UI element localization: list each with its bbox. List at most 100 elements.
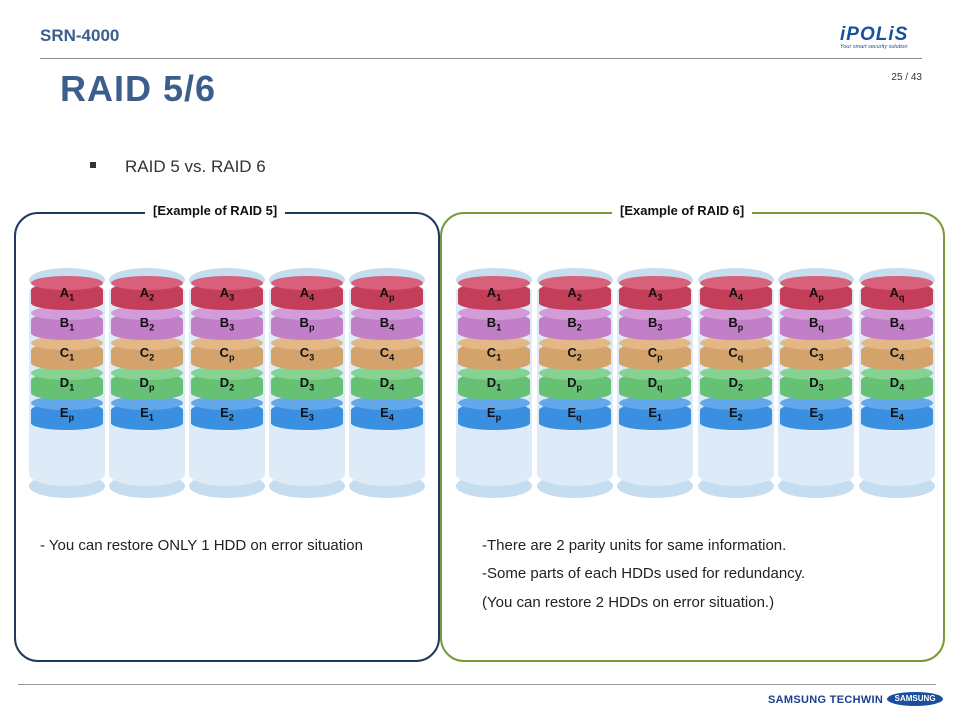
block-label: E4 (890, 405, 904, 423)
block-label: C2 (567, 345, 582, 363)
block-top (780, 276, 853, 290)
block-top (351, 396, 423, 410)
block-top (31, 276, 103, 290)
stripe-block-c3: C3 (271, 336, 343, 370)
stripe-block-d2: D2 (699, 366, 772, 400)
block-label: E1 (140, 405, 154, 423)
block-top (191, 276, 263, 290)
block-label: D2 (219, 375, 235, 393)
block-label: Cq (728, 345, 744, 363)
block-top (271, 336, 343, 350)
block-top (458, 276, 530, 290)
stripe-block-e3: E3 (780, 396, 853, 430)
block-label: D4 (379, 375, 395, 393)
stripe-block-b1: B1 (458, 306, 530, 340)
stripe-block-dp: Dp (111, 366, 183, 400)
block-label: C4 (379, 345, 395, 363)
block-top (271, 276, 343, 290)
block-label: A3 (647, 285, 663, 303)
stripe-block-e2: E2 (699, 396, 772, 430)
block-label: Ap (379, 285, 395, 303)
slide-title: RAID 5/6 (60, 68, 217, 109)
stripe-block-b3: B3 (619, 306, 692, 340)
block-top (538, 336, 611, 350)
stripe-block-c2: C2 (111, 336, 183, 370)
block-label: D3 (299, 375, 315, 393)
stripe-block-dp: Dp (538, 366, 611, 400)
bullet-icon (90, 162, 96, 168)
stripe-block-b2: B2 (538, 306, 611, 340)
block-top (538, 366, 611, 380)
block-label: B2 (139, 315, 155, 333)
block-label: E2 (728, 405, 743, 423)
stripe-block-aq: Aq (861, 276, 933, 310)
block-top (861, 276, 933, 290)
stripe-block-d4: D4 (351, 366, 423, 400)
raid5-disk-1: Ep D1 C1 B1 A1 (29, 268, 105, 498)
block-top (458, 366, 530, 380)
block-label: A4 (299, 285, 315, 303)
block-label: D1 (59, 375, 75, 393)
stripe-block-cp: Cp (619, 336, 692, 370)
stripe-block-c2: C2 (538, 336, 611, 370)
block-top (861, 306, 933, 320)
block-label: Ep (486, 405, 502, 423)
block-label: Bp (299, 315, 315, 333)
block-label: Cp (219, 345, 235, 363)
stripe-block-e2: E2 (191, 396, 263, 430)
stripe-block-ap: Ap (351, 276, 423, 310)
stripe-block-eq: Eq (538, 396, 611, 430)
stripe-block-ap: Ap (780, 276, 853, 310)
block-label: D3 (809, 375, 824, 393)
block-top (619, 276, 692, 290)
company-name: SAMSUNG TECHWIN (768, 694, 884, 706)
raid5-panel-title: [Example of RAID 5] (145, 203, 286, 218)
block-top (619, 306, 692, 320)
block-label: Dp (139, 375, 155, 393)
block-top (861, 396, 933, 410)
block-label: A2 (567, 285, 582, 303)
block-label: Aq (889, 285, 905, 303)
block-label: A1 (59, 285, 75, 303)
stripe-block-b3: B3 (191, 306, 263, 340)
stripe-block-c1: C1 (31, 336, 103, 370)
block-label: C1 (59, 345, 75, 363)
stripe-block-e1: E1 (111, 396, 183, 430)
stripe-block-a3: A3 (191, 276, 263, 310)
stripe-block-e1: E1 (619, 396, 692, 430)
stripe-block-c4: C4 (861, 336, 933, 370)
block-top (191, 366, 263, 380)
block-label: Dq (647, 375, 663, 393)
block-top (538, 396, 611, 410)
stripe-block-c4: C4 (351, 336, 423, 370)
block-top (780, 336, 853, 350)
samsung-brand-oval: SAMSUNG (887, 691, 944, 706)
stripe-block-d1: D1 (31, 366, 103, 400)
block-top (619, 336, 692, 350)
block-label: A1 (486, 285, 502, 303)
block-label: Ap (808, 285, 824, 303)
stripe-block-dq: Dq (619, 366, 692, 400)
block-label: D2 (728, 375, 743, 393)
block-label: Ep (59, 405, 75, 423)
stripe-block-a1: A1 (458, 276, 530, 310)
block-top (699, 336, 772, 350)
block-label: C2 (139, 345, 155, 363)
block-top (780, 366, 853, 380)
block-top (351, 366, 423, 380)
block-top (351, 336, 423, 350)
logo-tagline: Your smart security solution (840, 44, 908, 50)
block-top (538, 306, 611, 320)
block-top (619, 396, 692, 410)
block-label: B1 (59, 315, 75, 333)
stripe-block-ep: Ep (31, 396, 103, 430)
stripe-block-d1: D1 (458, 366, 530, 400)
block-label: C3 (809, 345, 824, 363)
block-top (699, 366, 772, 380)
